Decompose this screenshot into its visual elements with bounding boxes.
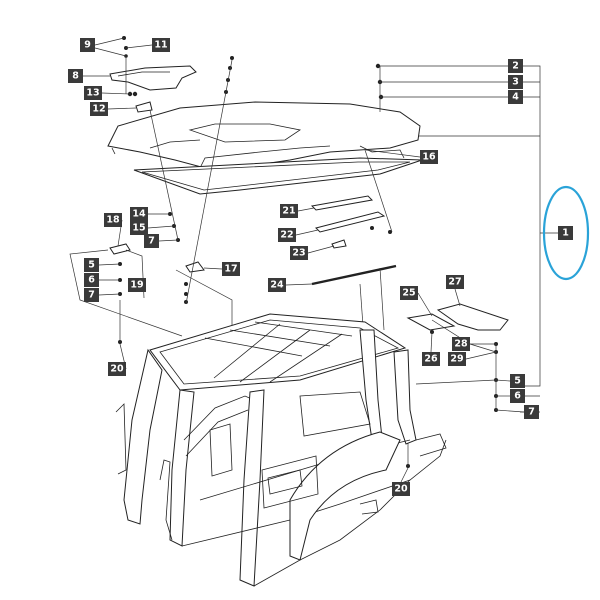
svg-text:7: 7 xyxy=(88,290,95,301)
callout-15: 15 xyxy=(130,221,148,235)
svg-text:26: 26 xyxy=(424,354,438,365)
svg-text:14: 14 xyxy=(132,209,146,220)
svg-text:21: 21 xyxy=(282,206,295,217)
assembly-axes xyxy=(69,56,497,466)
callout-18: 18 xyxy=(104,213,122,227)
callout-19: 19 xyxy=(128,278,146,292)
callout-20-left: 20 xyxy=(108,362,126,376)
callout-5-right: 5 xyxy=(510,374,525,388)
cab-frame-part xyxy=(115,313,447,587)
svg-text:27: 27 xyxy=(448,277,461,288)
svg-text:20: 20 xyxy=(110,364,124,375)
svg-text:8: 8 xyxy=(72,71,79,82)
callout-13: 13 xyxy=(84,86,102,100)
callout-4: 4 xyxy=(508,90,523,104)
callout-2: 2 xyxy=(508,59,523,73)
svg-text:18: 18 xyxy=(106,215,120,226)
svg-text:24: 24 xyxy=(270,280,284,291)
svg-text:7: 7 xyxy=(148,236,155,247)
callout-5-left: 5 xyxy=(84,258,99,272)
callout-20-right: 20 xyxy=(392,482,410,496)
svg-text:13: 13 xyxy=(86,88,99,99)
svg-text:25: 25 xyxy=(402,288,415,299)
trim-parts xyxy=(310,195,397,286)
highlight-ellipse xyxy=(542,185,590,281)
callout-12: 12 xyxy=(90,102,108,116)
small-bracket-parts xyxy=(109,101,205,273)
callout-16: 16 xyxy=(420,150,438,164)
svg-text:16: 16 xyxy=(422,152,436,163)
callout-6-left: 6 xyxy=(84,273,99,287)
svg-text:7: 7 xyxy=(528,407,535,418)
callout-8: 8 xyxy=(68,69,83,83)
callout-22: 22 xyxy=(278,228,296,242)
svg-text:6: 6 xyxy=(514,391,521,402)
svg-text:11: 11 xyxy=(154,40,167,51)
svg-text:29: 29 xyxy=(450,354,463,365)
callout-23: 23 xyxy=(290,246,308,260)
svg-text:23: 23 xyxy=(292,248,305,259)
callout-14: 14 xyxy=(130,207,148,221)
svg-text:1: 1 xyxy=(562,228,569,239)
callout-27: 27 xyxy=(446,275,464,289)
callout-3: 3 xyxy=(508,75,523,89)
svg-text:6: 6 xyxy=(88,275,95,286)
leader-lines xyxy=(83,37,525,483)
roof-hatch-part xyxy=(109,65,197,91)
callout-24: 24 xyxy=(268,278,286,292)
callout-7-a: 7 xyxy=(144,234,159,248)
svg-text:15: 15 xyxy=(132,223,145,234)
callout-11: 11 xyxy=(152,38,170,52)
roof-panel-part xyxy=(107,101,421,169)
svg-text:20: 20 xyxy=(394,484,408,495)
side-trim-parts xyxy=(406,303,509,331)
callout-17: 17 xyxy=(222,262,240,276)
callout-1: 1 xyxy=(558,226,573,240)
svg-text:17: 17 xyxy=(224,264,237,275)
svg-text:12: 12 xyxy=(92,104,105,115)
callout-29: 29 xyxy=(448,352,466,366)
callout-21: 21 xyxy=(280,204,298,218)
svg-text:4: 4 xyxy=(512,92,519,103)
callout-26: 26 xyxy=(422,352,440,366)
svg-text:5: 5 xyxy=(514,376,521,387)
svg-text:28: 28 xyxy=(454,339,468,350)
svg-text:2: 2 xyxy=(512,61,519,72)
svg-text:22: 22 xyxy=(280,230,293,241)
svg-text:9: 9 xyxy=(84,40,91,51)
callout-28: 28 xyxy=(452,337,470,351)
callout-9: 9 xyxy=(80,38,95,52)
svg-text:5: 5 xyxy=(88,260,95,271)
callout-6-right: 6 xyxy=(510,389,525,403)
callout-25: 25 xyxy=(400,286,418,300)
callout-7-right: 7 xyxy=(524,405,539,419)
callout-7-b: 7 xyxy=(84,288,99,302)
seal-frame-part xyxy=(133,157,423,195)
svg-text:3: 3 xyxy=(512,77,519,88)
svg-text:19: 19 xyxy=(130,280,143,291)
